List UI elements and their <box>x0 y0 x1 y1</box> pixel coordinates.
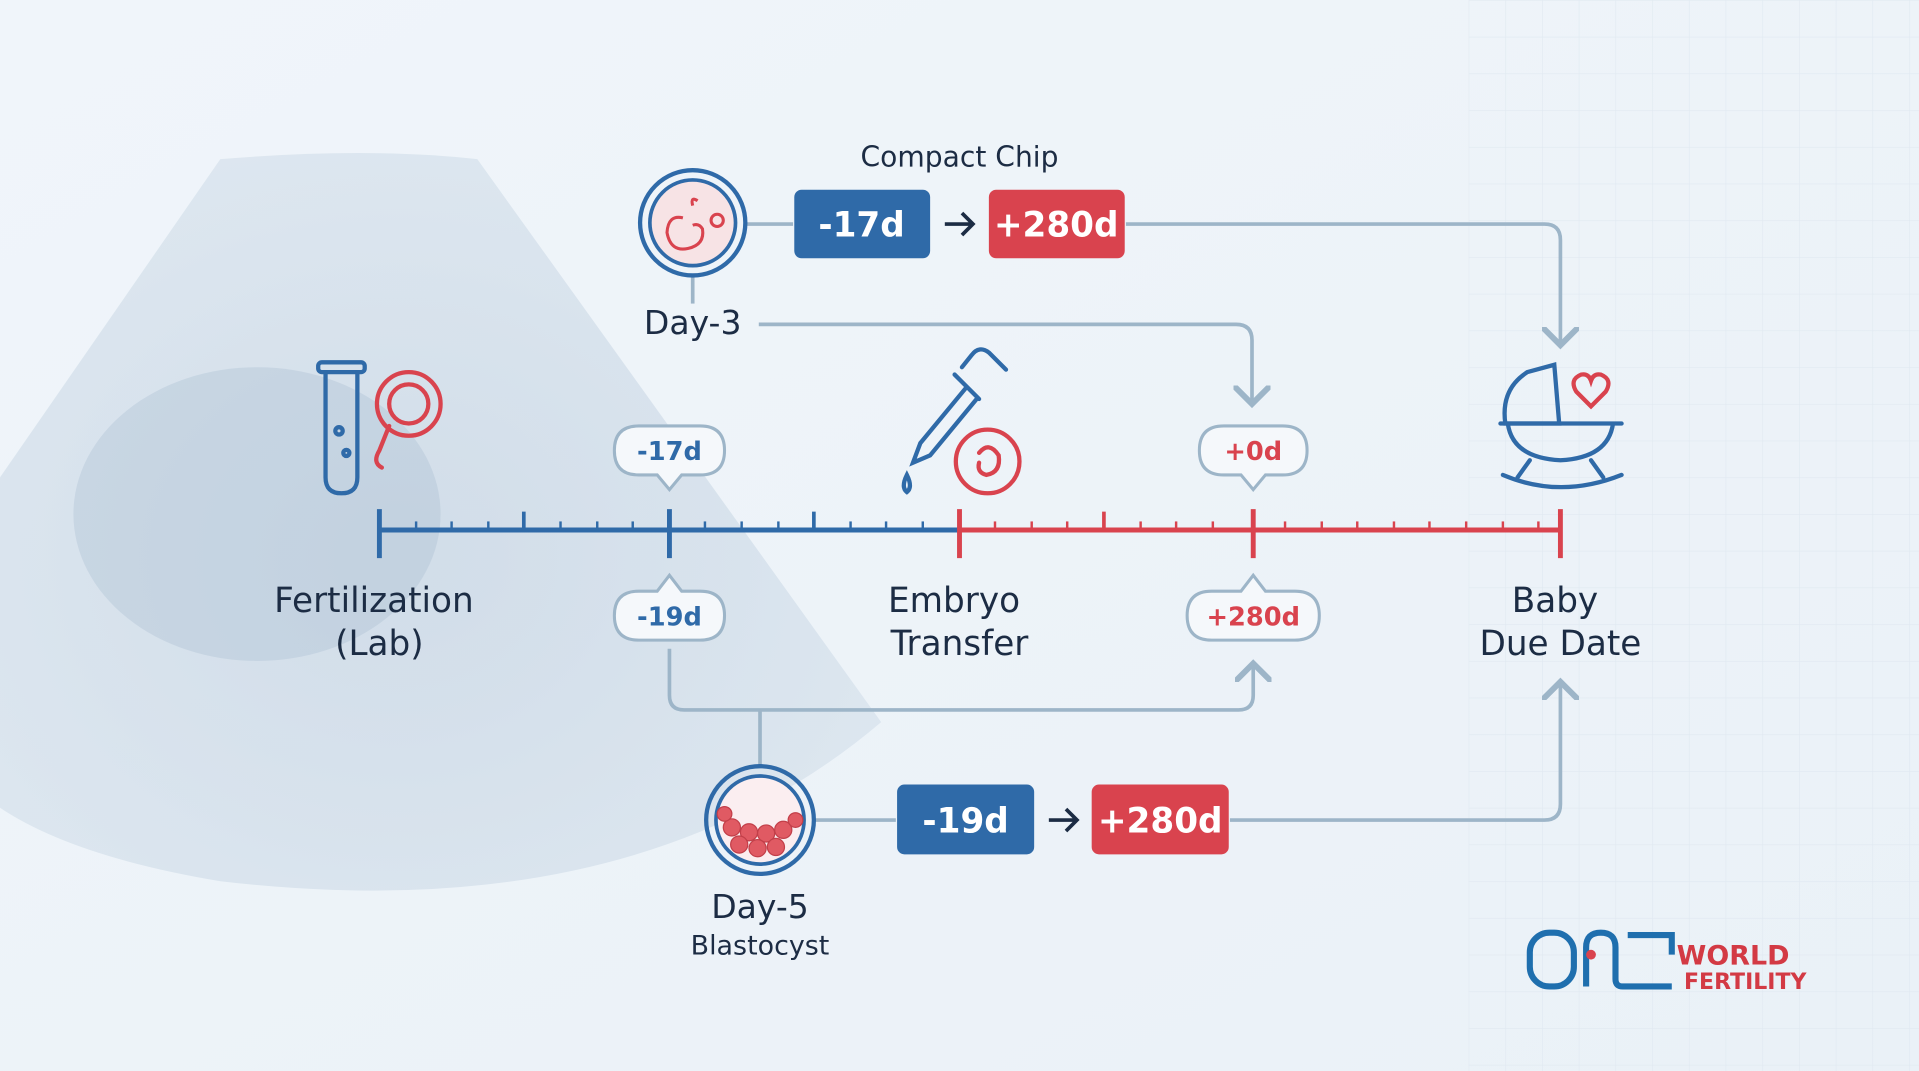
day3-due-box <box>988 189 1125 259</box>
day3-due: +280d <box>994 205 1119 245</box>
day3-embryo-icon <box>637 168 748 278</box>
arrow-right-icon <box>1048 807 1080 833</box>
timeline-axis <box>376 509 1563 559</box>
day5-label: Day-5 <box>711 887 809 926</box>
day3-offset: -17d <box>818 205 904 245</box>
test-tube-sperm-egg-icon <box>316 360 443 496</box>
day5-offset-box <box>897 784 1035 855</box>
svg-text:+280d: +280d <box>1206 602 1300 632</box>
milestone-fertilization-label: Fertilization (Lab) <box>274 581 484 664</box>
milestone-due-date-label: Baby Due Date <box>1479 581 1641 664</box>
bubble-below-2: +280d <box>1185 572 1321 642</box>
baby-cradle-heart-icon <box>1498 362 1624 490</box>
svg-text:WORLD: WORLD <box>1677 940 1790 971</box>
day5-due: +280d <box>1098 801 1223 841</box>
arrow-right-icon <box>944 211 976 237</box>
day5-offset: -19d <box>922 801 1008 841</box>
blastocyst-icon <box>704 764 817 877</box>
day3-offset-box <box>794 189 931 259</box>
one-world-fertility-logo: WORLD FERTILITY <box>1526 929 1808 995</box>
svg-text:+0d: +0d <box>1224 437 1282 467</box>
day5-sublabel: Blastocyst <box>691 931 830 962</box>
svg-text:FERTILITY: FERTILITY <box>1684 970 1807 995</box>
milestone-transfer-label: Embryo Transfer <box>888 581 1031 664</box>
svg-text:-17d: -17d <box>637 437 702 467</box>
connectors <box>667 222 1560 822</box>
bubble-below-1: -19d <box>612 572 727 642</box>
day3-label: Day-3 <box>644 303 742 342</box>
bubble-above-2: +0d <box>1197 424 1309 492</box>
pipette-embryo-icon <box>901 347 1022 496</box>
bubble-above-1: -17d <box>612 424 727 492</box>
day5-due-box <box>1091 784 1229 855</box>
ultrasound-background <box>0 153 882 891</box>
compact-chip-title: Compact Chip <box>861 141 1059 174</box>
svg-text:-19d: -19d <box>637 602 702 632</box>
background-grid <box>1468 0 1919 1071</box>
